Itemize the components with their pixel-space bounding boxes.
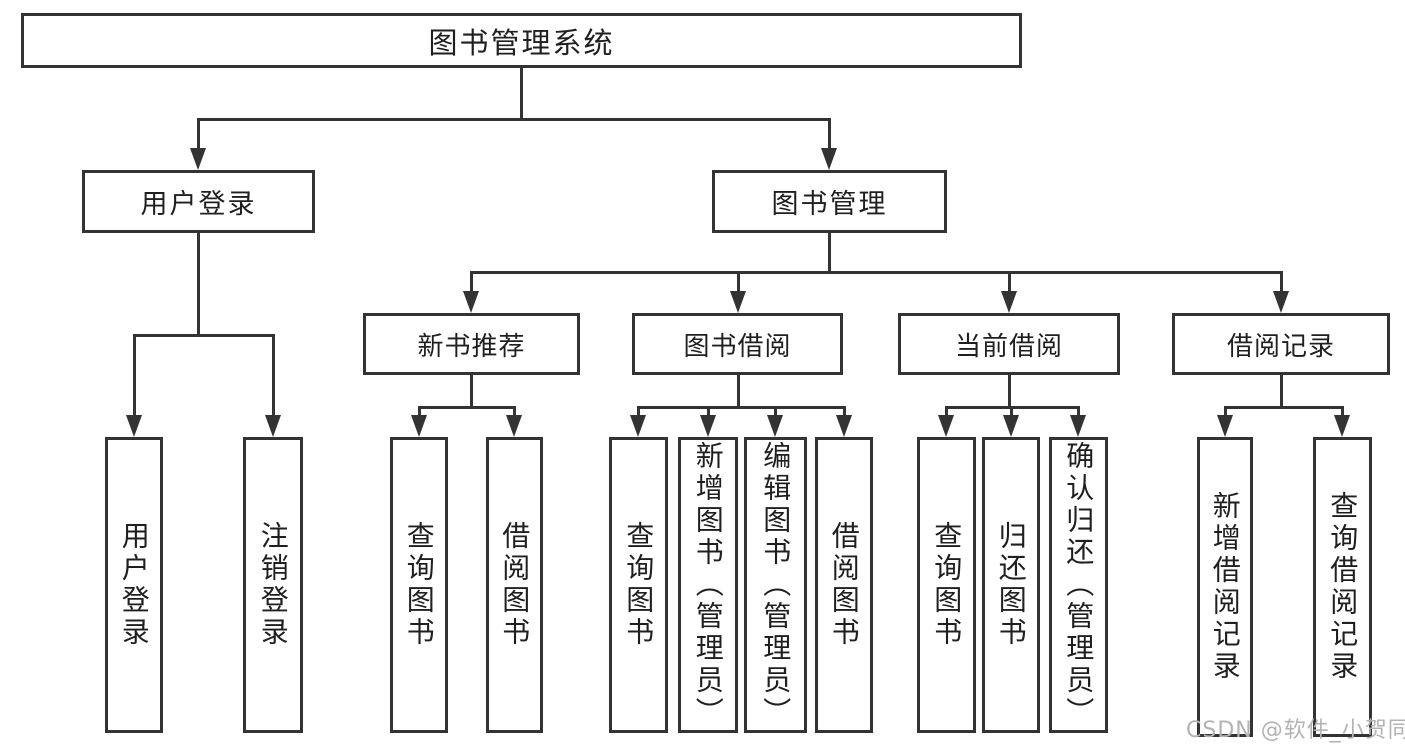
node-new-book-recommend: 新书推荐 bbox=[363, 313, 580, 375]
connector-leaf bbox=[1010, 406, 1013, 415]
csdn-watermark: CSDN @软件_小贺同学 bbox=[1186, 718, 1405, 743]
node-borrow-records: 借阅记录 bbox=[1172, 313, 1390, 375]
leaf-label: 确认归还（管理员） bbox=[1062, 441, 1096, 729]
leaf-confirm-return-admin: 确认归还（管理员） bbox=[1049, 437, 1108, 733]
leaf-user-login: 用户登录 bbox=[105, 437, 163, 733]
leaf-label: 借阅图书 bbox=[498, 521, 532, 649]
connector-leaf bbox=[945, 406, 948, 415]
connector-leaf bbox=[843, 406, 846, 415]
leaf-borrow-books: 借阅图书 bbox=[815, 437, 873, 733]
connector-root-stem bbox=[520, 68, 523, 120]
connector-user-login-branch bbox=[133, 334, 274, 337]
arrow-down-leaf bbox=[767, 415, 783, 437]
leaf-label: 新增借阅记录 bbox=[1208, 491, 1242, 683]
connector-leaf bbox=[1224, 406, 1227, 415]
connector-to-borrow-records bbox=[1280, 271, 1283, 291]
leaf-logout: 注销登录 bbox=[243, 437, 303, 733]
arrow-down-book-borrow bbox=[730, 291, 746, 313]
arrow-down-leaf bbox=[411, 415, 427, 437]
leaf-label: 新增图书（管理员） bbox=[691, 441, 725, 729]
arrow-down-leaf bbox=[1334, 415, 1350, 437]
connector-leaf bbox=[513, 406, 516, 415]
arrow-down-new-book bbox=[463, 291, 479, 313]
node-book-management: 图书管理 bbox=[712, 170, 947, 233]
leaf-add-borrow-record: 新增借阅记录 bbox=[1197, 437, 1253, 737]
connector-borrow-records-branch bbox=[1224, 406, 1343, 409]
connector-to-book-management bbox=[828, 118, 831, 148]
arrow-down-leaf bbox=[630, 415, 646, 437]
connector-leaf bbox=[418, 406, 421, 415]
leaf-label: 借阅图书 bbox=[827, 521, 861, 649]
connector-leaf bbox=[1077, 406, 1080, 415]
leaf-borrow-books-newbook: 借阅图书 bbox=[486, 437, 543, 733]
connector-book-borrow-branch bbox=[637, 406, 845, 409]
leaf-label: 用户登录 bbox=[117, 521, 151, 649]
arrow-down-leaf bbox=[1217, 415, 1233, 437]
connector-new-book-stem bbox=[470, 375, 473, 409]
leaf-add-books-admin: 新增图书（管理员） bbox=[678, 437, 738, 733]
leaf-label: 归还图书 bbox=[994, 521, 1028, 649]
leaf-query-books-current: 查询图书 bbox=[917, 437, 976, 733]
connector-to-logout-leaf bbox=[272, 334, 275, 415]
leaf-edit-books-admin: 编辑图书（管理员） bbox=[744, 437, 807, 733]
leaf-query-borrow-record: 查询借阅记录 bbox=[1313, 437, 1372, 737]
connector-user-login-stem bbox=[197, 233, 200, 336]
connector-leaf bbox=[637, 406, 640, 415]
connector-root-branch bbox=[197, 118, 831, 121]
connector-to-current-borrow bbox=[1008, 271, 1011, 291]
arrow-down-login-leaf bbox=[126, 415, 142, 437]
connector-leaf bbox=[774, 406, 777, 415]
connector-new-book-branch bbox=[418, 406, 516, 409]
arrow-down-leaf bbox=[836, 415, 852, 437]
arrow-down-leaf bbox=[1003, 415, 1019, 437]
leaf-label: 编辑图书（管理员） bbox=[759, 441, 793, 729]
connector-to-new-book bbox=[470, 271, 473, 291]
arrow-down-logout-leaf bbox=[265, 415, 281, 437]
arrow-down-leaf bbox=[506, 415, 522, 437]
connector-to-login-leaf bbox=[133, 334, 136, 415]
leaf-label: 查询图书 bbox=[930, 521, 964, 649]
node-library-management-system: 图书管理系统 bbox=[21, 13, 1022, 68]
connector-leaf bbox=[707, 406, 710, 415]
connector-to-book-borrow bbox=[737, 271, 740, 291]
connector-book-borrow-stem bbox=[737, 375, 740, 409]
arrow-down-leaf bbox=[700, 415, 716, 437]
arrow-down-leaf bbox=[938, 415, 954, 437]
arrow-down-book-management bbox=[821, 148, 837, 170]
leaf-label: 查询借阅记录 bbox=[1326, 491, 1360, 683]
leaf-query-books-newbook: 查询图书 bbox=[390, 437, 448, 733]
arrow-down-current-borrow bbox=[1001, 291, 1017, 313]
leaf-query-books-borrow: 查询图书 bbox=[609, 437, 668, 733]
connector-to-user-login bbox=[197, 118, 200, 148]
arrow-down-borrow-records bbox=[1273, 291, 1289, 313]
arrow-down-user-login bbox=[190, 148, 206, 170]
arrow-down-leaf bbox=[1070, 415, 1086, 437]
leaf-label: 注销登录 bbox=[256, 521, 290, 649]
connector-current-borrow-stem bbox=[1008, 375, 1011, 409]
node-book-borrow: 图书借阅 bbox=[632, 313, 843, 375]
leaf-return-books: 归还图书 bbox=[982, 437, 1040, 733]
node-user-login: 用户登录 bbox=[82, 170, 315, 233]
connector-book-management-branch bbox=[470, 271, 1282, 274]
node-current-borrow: 当前借阅 bbox=[898, 313, 1120, 375]
connector-borrow-records-stem bbox=[1280, 375, 1283, 409]
leaf-label: 查询图书 bbox=[402, 521, 436, 649]
leaf-label: 查询图书 bbox=[622, 521, 656, 649]
connector-book-management-stem bbox=[828, 233, 831, 273]
connector-leaf bbox=[1341, 406, 1344, 415]
